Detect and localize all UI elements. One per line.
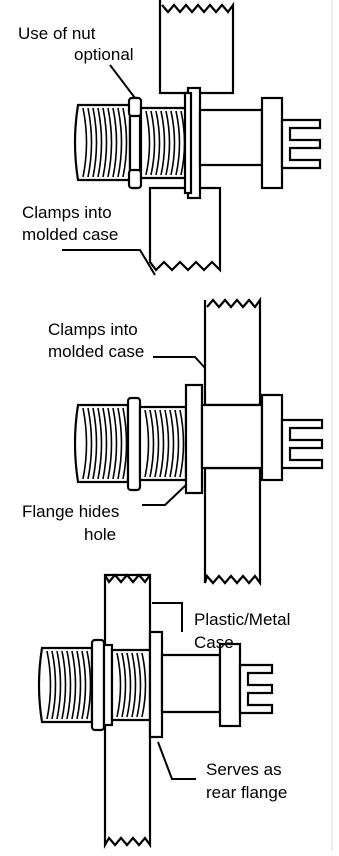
pins-1 [280,118,322,170]
leader-case-1 [62,249,156,276]
callout-plastic-metal-case: Plastic/Metal Case [194,610,295,652]
panel-clamp-mount: Clamps into molded case Flange hides hol… [22,296,324,587]
thread-hatch-3a [46,650,92,720]
rear-block-3 [218,642,242,728]
rear-block-1 [260,96,284,190]
thread-hatch-1b [145,110,186,176]
panel-nut-mount: Use of nut optional Clamps into molded c… [18,0,322,276]
rear-block-2 [260,393,284,482]
leader-case-2 [153,356,206,369]
flange-2 [184,383,204,495]
thread-hatch-2b [144,409,185,478]
molded-case-upper-1 [158,0,235,95]
molded-case-lower-1 [148,186,222,273]
callout-flange-hides-hole: Flange hides hole [22,502,124,544]
washer-3 [102,643,114,727]
thread-hatch-3b [116,652,147,718]
thread-hatch-2a [82,407,128,480]
molded-case-lower-2 [203,466,262,587]
leader-rear-flange [157,741,196,780]
pins-2 [280,418,324,470]
panel-case-mount: Plastic/Metal Case Serves as rear flange [37,568,295,850]
thread-hatch-1a [82,107,128,178]
case-wall-mask-top [104,568,152,573]
rear-body-1 [198,108,264,167]
molded-case-upper-2 [203,296,262,407]
callout-clamps-molded-case-2: Clamps into molded case [48,320,144,361]
nut-2 [126,396,142,492]
nut-3 [90,638,106,732]
callout-clamps-molded-case-1: Clamps into molded case [22,203,118,244]
rear-body-3 [160,653,222,714]
leader-plastic-case [152,602,183,632]
callout-nut-optional: Use of nut optional [18,24,134,64]
leader-flange-2 [142,484,187,506]
rear-flange-3 [148,630,164,739]
hex-nut-1 [127,96,143,190]
rear-body-2 [200,403,264,470]
callout-serves-rear-flange: Serves as rear flange [206,760,287,802]
leader-nut-1 [109,64,136,99]
pins-3 [238,663,274,715]
